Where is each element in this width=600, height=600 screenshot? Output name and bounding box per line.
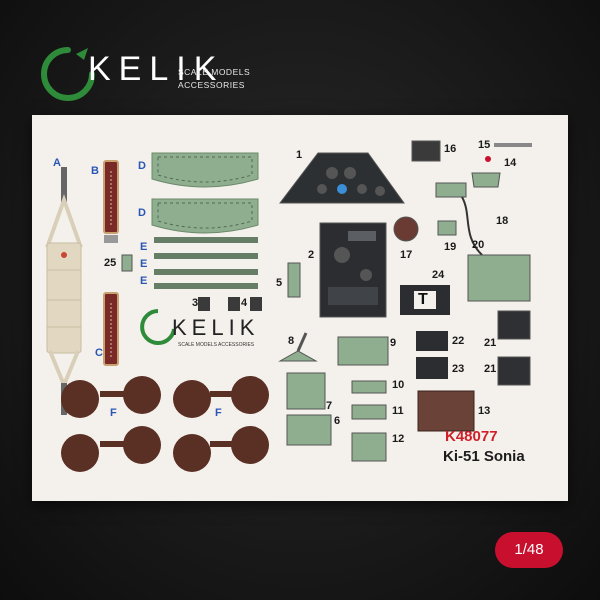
part-10 [351, 380, 387, 394]
part-19 [437, 220, 457, 236]
label-13: 13 [478, 405, 491, 417]
part-22 [416, 331, 448, 351]
label-8: 8 [288, 335, 295, 347]
label-17: 17 [400, 249, 413, 261]
brand-tagline-line2: ACCESSORIES [178, 80, 245, 90]
label-20: 20 [472, 239, 485, 251]
label-d-top: D [138, 160, 146, 172]
part-14 [471, 172, 501, 188]
part-2-console [319, 222, 387, 318]
part-11 [351, 404, 387, 420]
inner-logo-sub: SCALE MODELS ACCESSORIES [178, 342, 255, 348]
label-b: B [91, 165, 99, 177]
label-4: 4 [241, 297, 248, 309]
label-c: C [95, 347, 103, 359]
part-24-letter-box [414, 291, 436, 309]
part-d-mesh-bottom [151, 198, 259, 234]
part-b-belt [103, 160, 119, 243]
brand-tagline-line1: SCALE MODELS [178, 67, 251, 77]
label-7: 7 [326, 400, 333, 412]
label-23: 23 [452, 363, 465, 375]
model-name: Ki-51 Sonia [443, 448, 525, 465]
label-f2: F [215, 407, 222, 419]
part-20 [467, 254, 531, 302]
part-14-red-dot [485, 156, 491, 162]
brand-name: KELIK [88, 50, 225, 88]
label-2: 2 [308, 249, 315, 261]
part-5 [287, 262, 301, 298]
label-f1: F [110, 407, 117, 419]
product-code: K48077 [445, 428, 498, 445]
part-13 [417, 390, 475, 432]
label-18: 18 [496, 215, 509, 227]
label-11: 11 [392, 405, 404, 417]
brand-logo: KELIK SCALE MODELS ACCESSORIES [38, 44, 278, 104]
part-12 [351, 432, 387, 462]
label-a: A [53, 157, 61, 169]
part-17 [393, 216, 419, 242]
part-4b [250, 297, 262, 311]
label-16: 16 [444, 143, 457, 155]
part-8-lever [278, 332, 318, 362]
part-6 [286, 414, 332, 446]
label-d-bottom: D [138, 207, 146, 219]
label-10: 10 [392, 379, 405, 391]
dragon-emblem-icon [41, 47, 95, 101]
inner-logo-name: KELIK [172, 315, 260, 340]
part-24-letter: T [418, 291, 428, 308]
part-d-mesh-top [151, 152, 259, 188]
label-25: 25 [104, 257, 117, 269]
decal-parts-artwork [45, 140, 532, 472]
part-21a [497, 310, 531, 340]
label-3: 3 [192, 297, 199, 309]
part-7 [286, 372, 326, 410]
part-21b [497, 356, 531, 386]
part-e-strips [154, 237, 258, 289]
label-9: 9 [390, 337, 397, 349]
label-14: 14 [504, 157, 517, 169]
part-1-instrument-panel [278, 152, 405, 204]
part-3 [198, 297, 210, 311]
inner-logo-icon [140, 309, 176, 345]
part-a-seatbelt [45, 167, 83, 415]
label-1: 1 [296, 149, 303, 161]
label-19: 19 [444, 241, 457, 253]
label-21a: 21 [484, 337, 497, 349]
label-15: 15 [478, 139, 491, 151]
label-12: 12 [392, 433, 405, 445]
part-18-cable [435, 182, 483, 256]
decal-sheet: KELIK SCALE MODELS ACCESSORIES A B C D D… [32, 115, 568, 501]
label-5: 5 [276, 277, 283, 289]
part-15 [494, 143, 532, 147]
part-f-pedals [61, 376, 269, 472]
label-6: 6 [334, 415, 341, 427]
label-24: 24 [432, 269, 445, 281]
part-4 [228, 297, 240, 311]
label-21b: 21 [484, 363, 497, 375]
part-c-belt [103, 292, 119, 366]
label-e3: E [140, 275, 148, 287]
part-16 [411, 140, 441, 162]
part-9 [337, 336, 389, 366]
brand-tagline: SCALE MODELS ACCESSORIES [178, 66, 250, 92]
label-22: 22 [452, 335, 465, 347]
label-e2: E [140, 258, 148, 270]
label-e1: E [140, 241, 148, 253]
part-23 [416, 357, 448, 379]
scale-badge: 1/48 [495, 532, 563, 568]
part-25 [121, 254, 133, 272]
